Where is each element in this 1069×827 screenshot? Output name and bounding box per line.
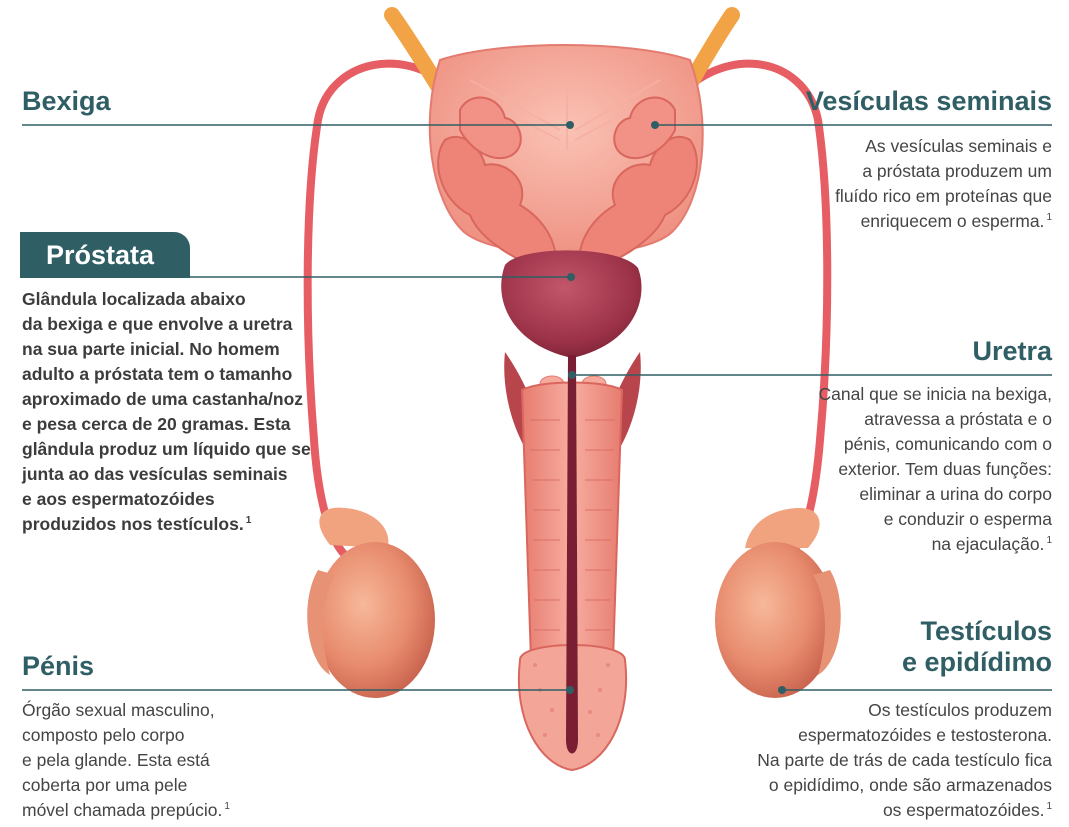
text-line: coberta por uma pele [22,773,230,798]
text-line: a próstata produzem um [835,159,1052,184]
text-line: na ejaculação.1 [819,532,1053,557]
testis-left [307,508,435,698]
text-line: exterior. Tem duas funções: [819,457,1053,482]
text-line: Na parte de trás de cada testículo fica [757,748,1052,773]
text-line: aproximado de uma castanha/noz [22,387,311,412]
vesiculas-title: Vesículas seminais [806,86,1052,117]
reference-mark: 1 [1046,801,1052,812]
reference-mark: 1 [1046,212,1052,223]
text-line: e aos espermatozóides [22,487,311,512]
testiculos-title-line-2: e epidídimo [902,647,1052,678]
text-line: e pela glande. Esta está [22,748,230,773]
testiculos-title-line-1: Testículos [902,616,1052,647]
text-line: pénis, comunicando com o [819,432,1053,457]
text-line: os espermatozóides.1 [757,798,1052,823]
text-line: atravessa a próstata e o [819,407,1053,432]
bexiga-title: Bexiga [22,86,111,117]
text-line: e pesa cerca de 20 gramas. Esta [22,412,311,437]
testiculos-title: Testículos e epidídimo [902,616,1052,678]
text-line: móvel chamada prepúcio.1 [22,798,230,823]
text-line: o epidídimo, onde são armazenados [757,773,1052,798]
reference-mark: 1 [246,515,252,526]
uretra-text: Canal que se inicia na bexiga,atravessa … [819,382,1053,557]
text-line: Glândula localizada abaixo [22,287,311,312]
penis-title: Pénis [22,651,94,682]
text-line: As vesículas seminais e [835,134,1052,159]
text-line: eliminar a urina do corpo [819,482,1053,507]
text-line: enriquecem o esperma.1 [835,209,1052,234]
text-line: adulto a próstata tem o tamanho [22,362,311,387]
prostata-badge: Próstata [20,232,190,278]
penis-text: Órgão sexual masculino,composto pelo cor… [22,698,230,823]
text-line: na sua parte inicial. No homem [22,337,311,362]
urethra-shape [566,355,578,754]
text-line: e conduzir o esperma [819,507,1053,532]
text-line: glândula produz um líquido que se [22,437,311,462]
text-line: Canal que se inicia na bexiga, [819,382,1053,407]
reference-mark: 1 [224,801,230,812]
reference-mark: 1 [1046,535,1052,546]
text-line: da bexiga e que envolve a uretra [22,312,311,337]
text-line: composto pelo corpo [22,723,230,748]
text-line: produzidos nos testículos.1 [22,512,311,537]
uretra-title: Uretra [972,336,1052,367]
text-line: Órgão sexual masculino, [22,698,230,723]
text-line: espermatozóides e testosterona. [757,723,1052,748]
prostata-title: Próstata [46,240,154,270]
text-line: junta ao das vesículas seminais [22,462,311,487]
text-line: Os testículos produzem [757,698,1052,723]
prostate-shape [501,250,641,358]
text-line: fluído rico em proteínas que [835,184,1052,209]
